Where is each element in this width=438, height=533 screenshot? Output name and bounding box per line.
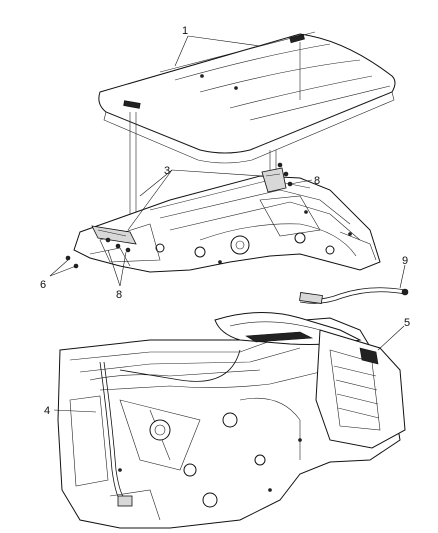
callout-8-lower: 8 [116, 289, 122, 301]
upper-engine-compartment [73, 175, 381, 273]
lower-cowl-assembly [57, 317, 401, 529]
lower-cable-routing [99, 349, 241, 507]
hood-hinge-right [261, 167, 287, 193]
leader-lines [49, 35, 406, 413]
callout-8-upper: 8 [314, 175, 320, 187]
callout-5: 5 [404, 317, 410, 329]
radiator-grille-assembly [315, 329, 406, 449]
callout-3: 3 [164, 165, 170, 177]
callout-4: 4 [44, 405, 50, 417]
hood-hinge-left [91, 225, 137, 245]
callout-1: 1 [182, 25, 188, 37]
hood-panel [98, 31, 396, 164]
callout-9: 9 [402, 255, 408, 267]
callout-labels: 1 3 8 6 8 9 5 4 [40, 25, 410, 417]
callout-6: 6 [40, 279, 46, 291]
hood-release-cable [299, 287, 409, 304]
hinge-fasteners [65, 162, 293, 269]
